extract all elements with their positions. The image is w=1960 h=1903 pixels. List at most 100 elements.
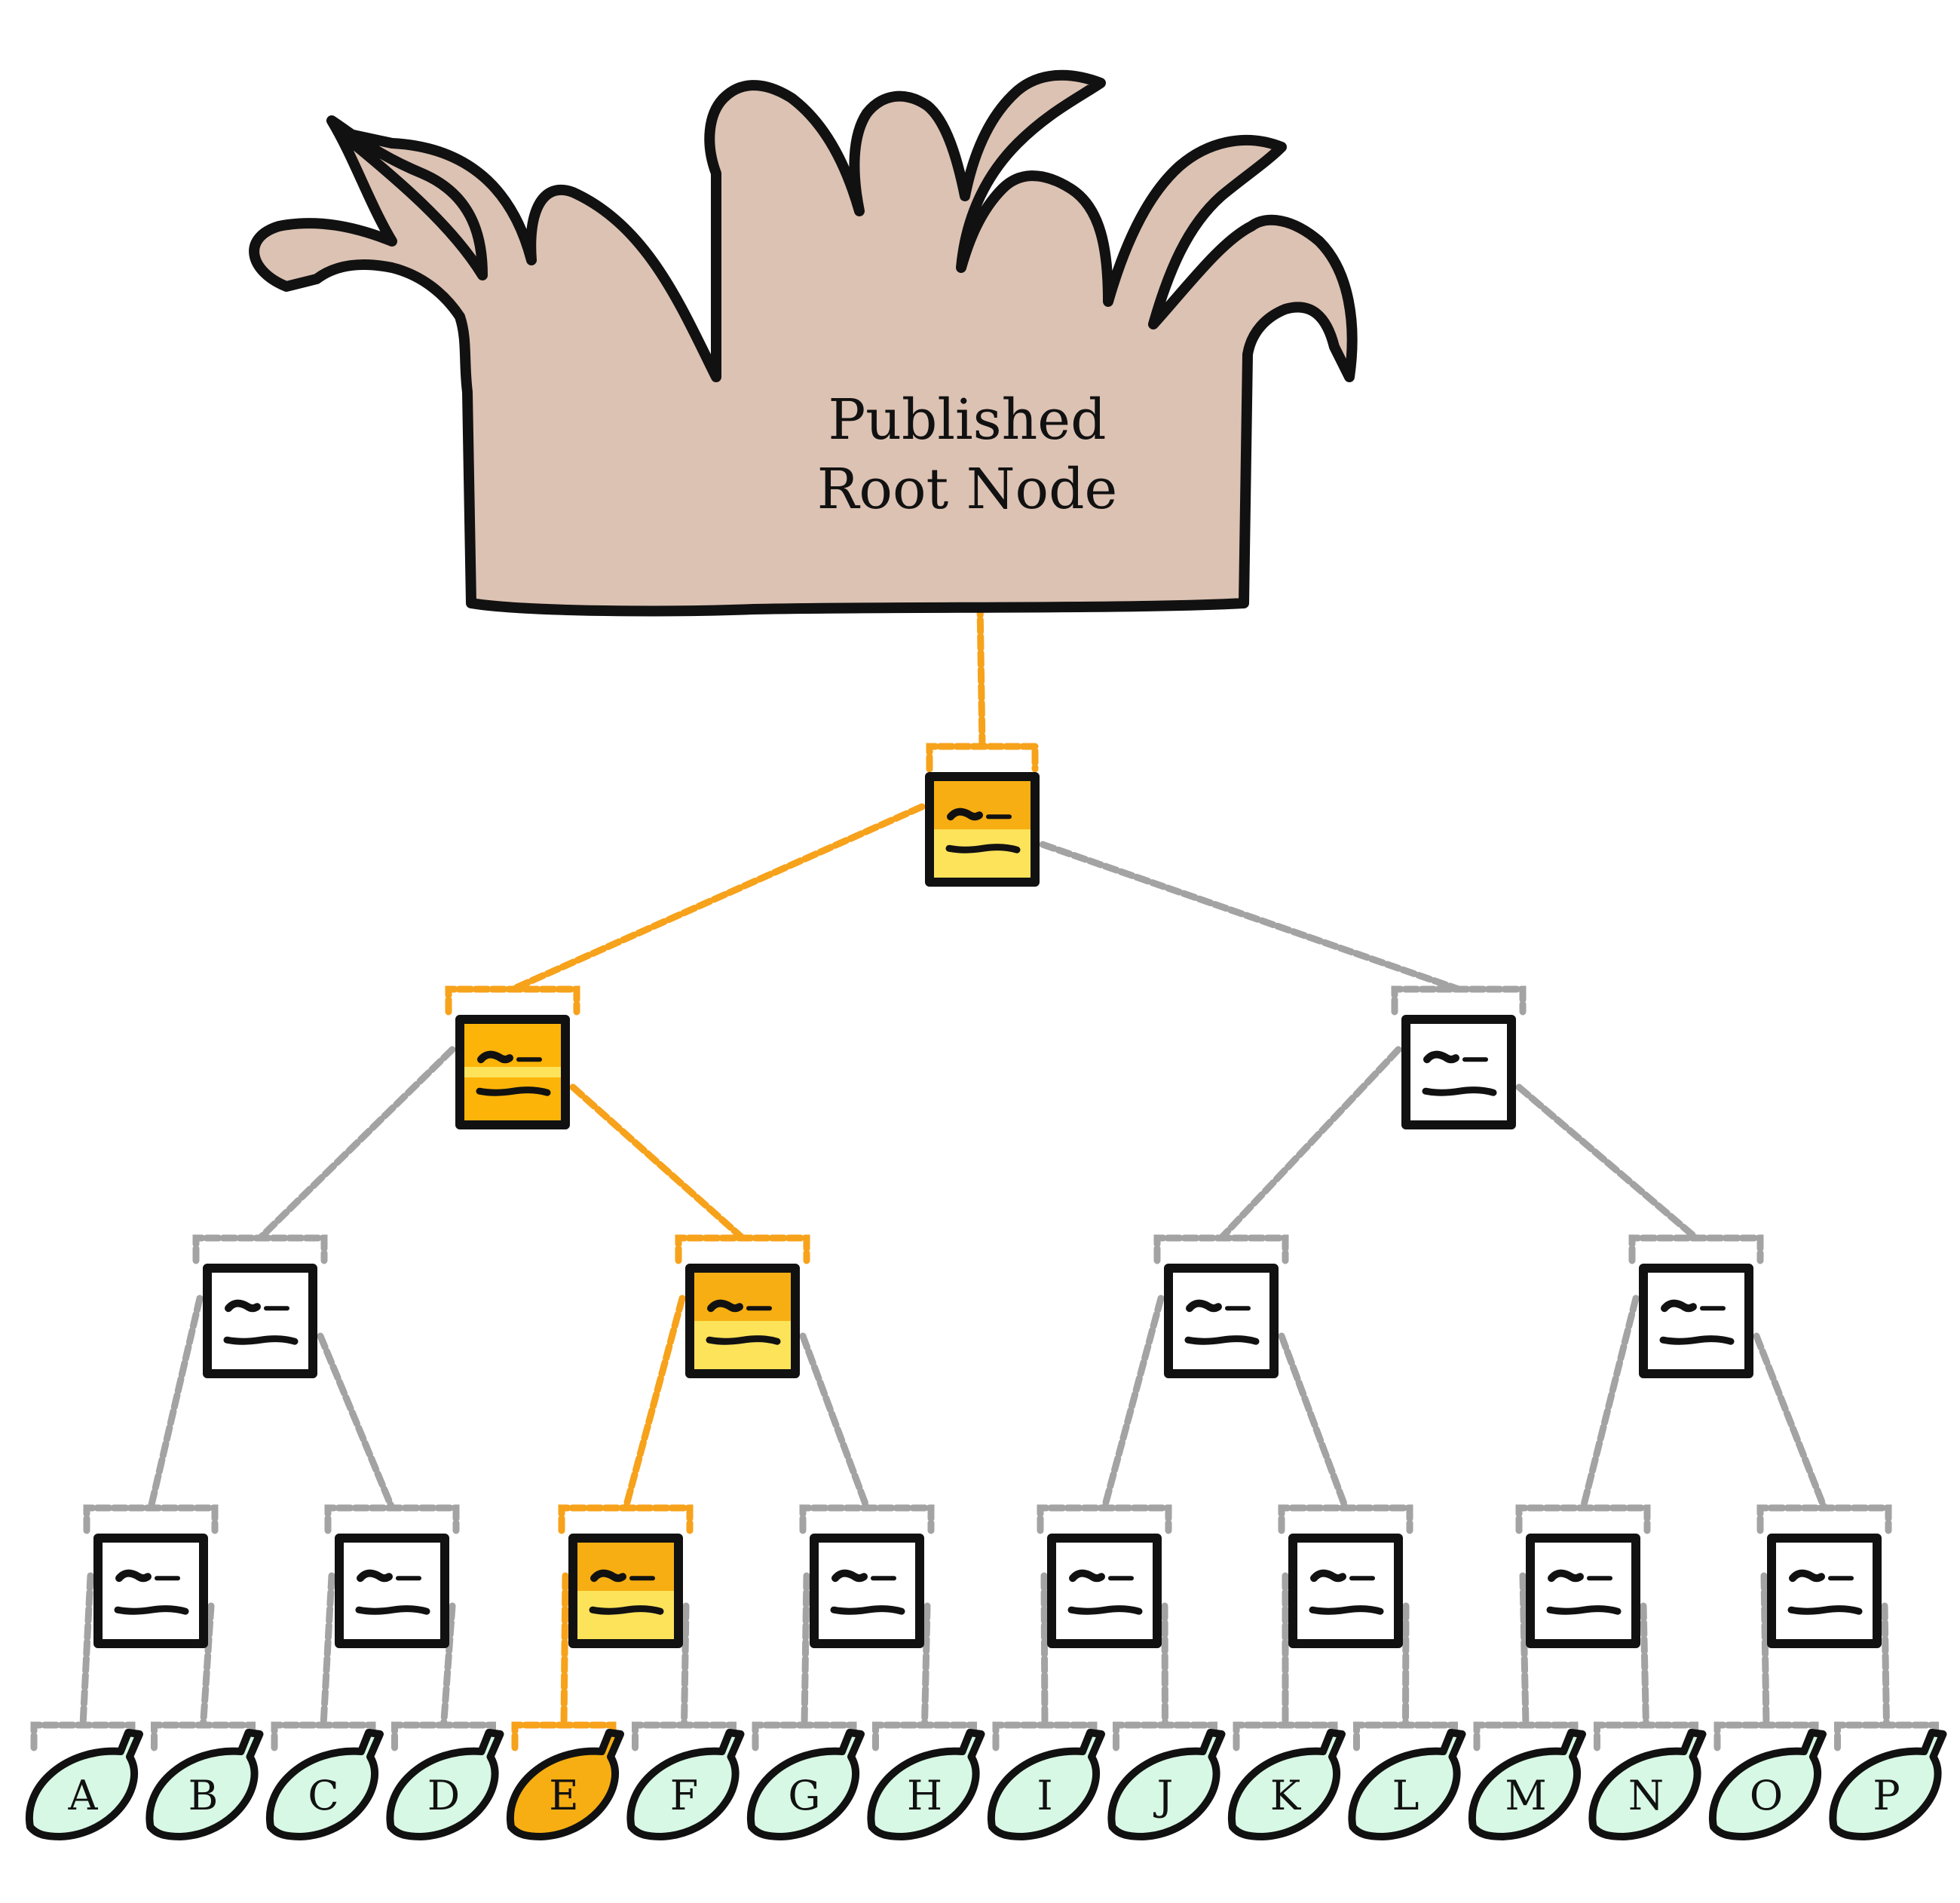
node-outline (1047, 1534, 1162, 1648)
node-outline (925, 772, 1040, 887)
leaf-label: D (427, 1772, 460, 1819)
chain-bracket-L4-5 (1278, 1504, 1413, 1534)
chain-bracket-L2-1 (1391, 985, 1527, 1016)
chain-bracket-L4-7 (1756, 1504, 1892, 1534)
hash-scribble-icon (1309, 1605, 1384, 1615)
leaf-icon (25, 1729, 143, 1840)
leaf-label: H (907, 1772, 942, 1819)
leaf-B[interactable]: B (145, 1729, 264, 1840)
hash-node-L3-2[interactable] (1164, 1264, 1279, 1378)
hash-nodes (93, 772, 1882, 1648)
leaf-icon (746, 1729, 865, 1840)
leaf-label: N (1628, 1772, 1664, 1819)
hash-node-L4-0[interactable] (93, 1534, 208, 1648)
chain-L4-6-to-leaf-N (1640, 1602, 1649, 1729)
chain-L4-1-to-leaf-C (320, 1572, 335, 1729)
hash-node-L3-3[interactable] (1639, 1264, 1753, 1378)
leaf-label: E (549, 1772, 578, 1819)
node-body (1168, 1268, 1274, 1374)
leaf-F[interactable]: F (626, 1729, 745, 1840)
chain-L2-1-to-L3-3 (1515, 1083, 1700, 1242)
node-outline (1526, 1534, 1640, 1648)
leaf-A[interactable]: A (25, 1729, 143, 1840)
hash-node-icon (1661, 1299, 1697, 1313)
hash-node-L2-1[interactable] (1401, 1015, 1516, 1129)
node-top-half (690, 1268, 795, 1321)
leaf-icon (1708, 1729, 1827, 1840)
chain-L4-1-to-leaf-D (440, 1602, 456, 1729)
chain-L3-2-to-L4-4 (1101, 1295, 1165, 1512)
leaf-K[interactable]: K (1227, 1729, 1346, 1840)
chain-bracket-leaf-E (511, 1721, 617, 1751)
hash-node-L4-5[interactable] (1288, 1534, 1403, 1648)
leaf-icon (1107, 1729, 1226, 1840)
hash-node-L1-0[interactable] (925, 772, 1040, 887)
node-outline (1639, 1264, 1753, 1378)
chain-L2-1-to-L3-2 (1217, 1046, 1402, 1242)
hash-node-L4-1[interactable] (335, 1534, 449, 1648)
hash-scribble-icon (1787, 1605, 1863, 1615)
hash-scribble-icon (355, 1605, 430, 1615)
leaf-O[interactable]: O (1708, 1729, 1827, 1840)
hash-scribble-icon (589, 1605, 664, 1615)
chain-bracket-leaf-B (151, 1721, 256, 1751)
chain-bracket-leaf-L (1353, 1721, 1458, 1751)
hash-node-L4-4[interactable] (1047, 1534, 1162, 1648)
leaf-label: M (1505, 1772, 1546, 1819)
chain-L4-0-to-leaf-B (200, 1602, 215, 1729)
root-label-line2: Root Node (817, 457, 1118, 522)
leaf-H[interactable]: H (867, 1729, 985, 1840)
node-bottom-half (573, 1591, 678, 1644)
chain-L3-0-to-L4-1 (317, 1332, 396, 1512)
leaf-E[interactable]: E (506, 1729, 624, 1840)
node-outline (568, 1534, 683, 1648)
hash-node-L4-3[interactable] (810, 1534, 924, 1648)
chain-L3-3-to-L4-7 (1753, 1332, 1828, 1512)
node-top-half (573, 1538, 678, 1591)
chain-bracket-L4-0 (83, 1504, 219, 1534)
root-node-shape (249, 69, 1358, 617)
node-body (1293, 1538, 1398, 1644)
chain-L4-2-to-leaf-F (681, 1602, 690, 1729)
hash-node-L4-6[interactable] (1526, 1534, 1640, 1648)
leaf-M[interactable]: M (1468, 1729, 1586, 1840)
hash-scribble-icon (1659, 1335, 1735, 1345)
leaf-C[interactable]: C (265, 1729, 384, 1840)
hash-node-icon (225, 1299, 261, 1313)
leaf-N[interactable]: N (1588, 1729, 1707, 1840)
hash-node-icon (1423, 1050, 1459, 1064)
leaf-J[interactable]: J (1107, 1729, 1226, 1840)
node-outline (1767, 1534, 1882, 1648)
hash-node-L4-7[interactable] (1767, 1534, 1882, 1648)
hash-node-L2-0[interactable] (455, 1015, 570, 1129)
chain-L3-2-to-L4-5 (1278, 1332, 1349, 1512)
leaf-L[interactable]: L (1348, 1729, 1466, 1840)
leaf-label: O (1750, 1772, 1783, 1819)
hash-node-icon (115, 1569, 152, 1583)
chain-bracket-leaf-D (391, 1721, 496, 1751)
node-body (339, 1538, 445, 1644)
leaf-label: K (1270, 1772, 1302, 1819)
hash-node-L4-2[interactable] (568, 1534, 683, 1648)
leaf-D[interactable]: D (386, 1729, 504, 1840)
leaf-icon (506, 1729, 624, 1840)
hash-node-icon (947, 807, 983, 821)
hash-scribble-icon (114, 1605, 189, 1615)
node-divider (460, 1067, 565, 1077)
chain-L4-7-to-leaf-O (1760, 1572, 1770, 1729)
hash-node-L3-0[interactable] (203, 1264, 317, 1378)
chain-L3-1-to-L4-3 (799, 1332, 871, 1512)
leaf-I[interactable]: I (987, 1729, 1105, 1840)
chain-L3-1-to-L4-2 (622, 1295, 686, 1512)
chain-root-to-l1 (976, 599, 986, 750)
hash-node-icon (357, 1569, 393, 1583)
leaf-G[interactable]: G (746, 1729, 865, 1840)
hash-node-icon (1186, 1299, 1222, 1313)
chain-L3-0-to-L4-0 (147, 1295, 204, 1512)
chain-L4-4-to-leaf-I (1040, 1572, 1049, 1729)
leaf-P[interactable]: P (1829, 1729, 1947, 1840)
hash-node-L3-1[interactable] (685, 1264, 800, 1378)
chain-L4-2-to-leaf-E (560, 1572, 569, 1729)
